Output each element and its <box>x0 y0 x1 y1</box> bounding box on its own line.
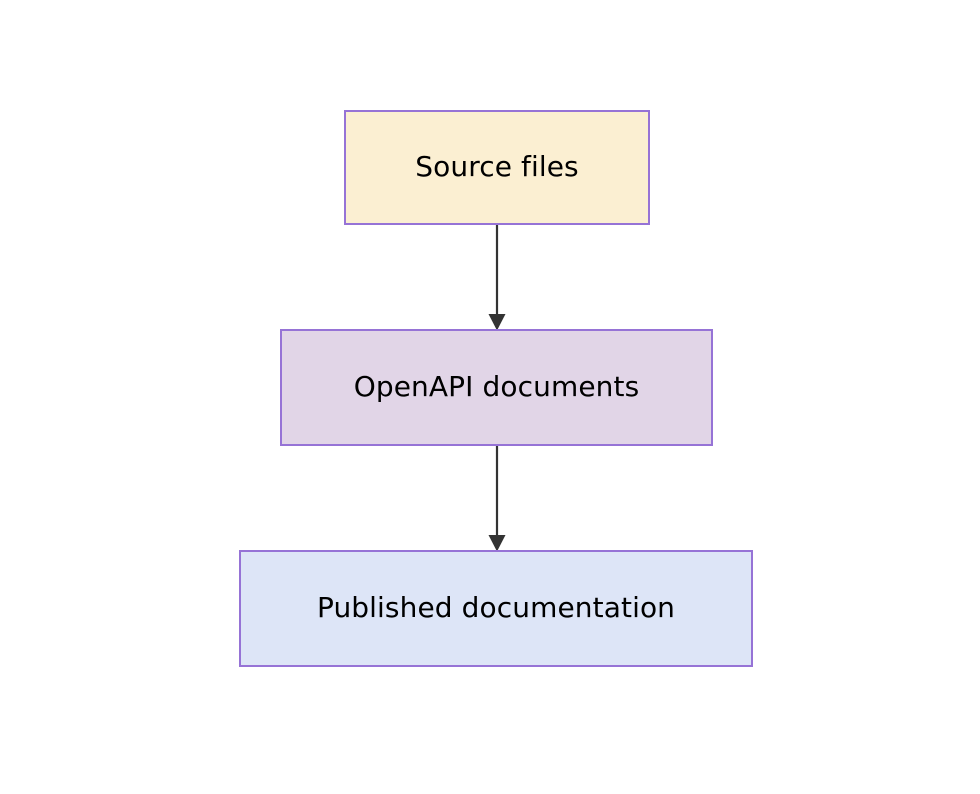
edge-source-files-to-openapi-documents <box>488 225 506 331</box>
arrowhead-icon <box>488 314 506 331</box>
node-source-files-label: Source files <box>415 150 579 184</box>
arrowhead-icon <box>488 535 506 552</box>
node-published-documentation-label: Published documentation <box>316 591 676 625</box>
node-openapi-documents[interactable]: OpenAPI documents <box>280 329 713 446</box>
node-published-documentation[interactable]: Published documentation <box>239 550 753 667</box>
edge-openapi-documents-to-published-documentation <box>488 446 506 552</box>
node-openapi-documents-label: OpenAPI documents <box>353 370 640 404</box>
node-source-files[interactable]: Source files <box>344 110 650 225</box>
